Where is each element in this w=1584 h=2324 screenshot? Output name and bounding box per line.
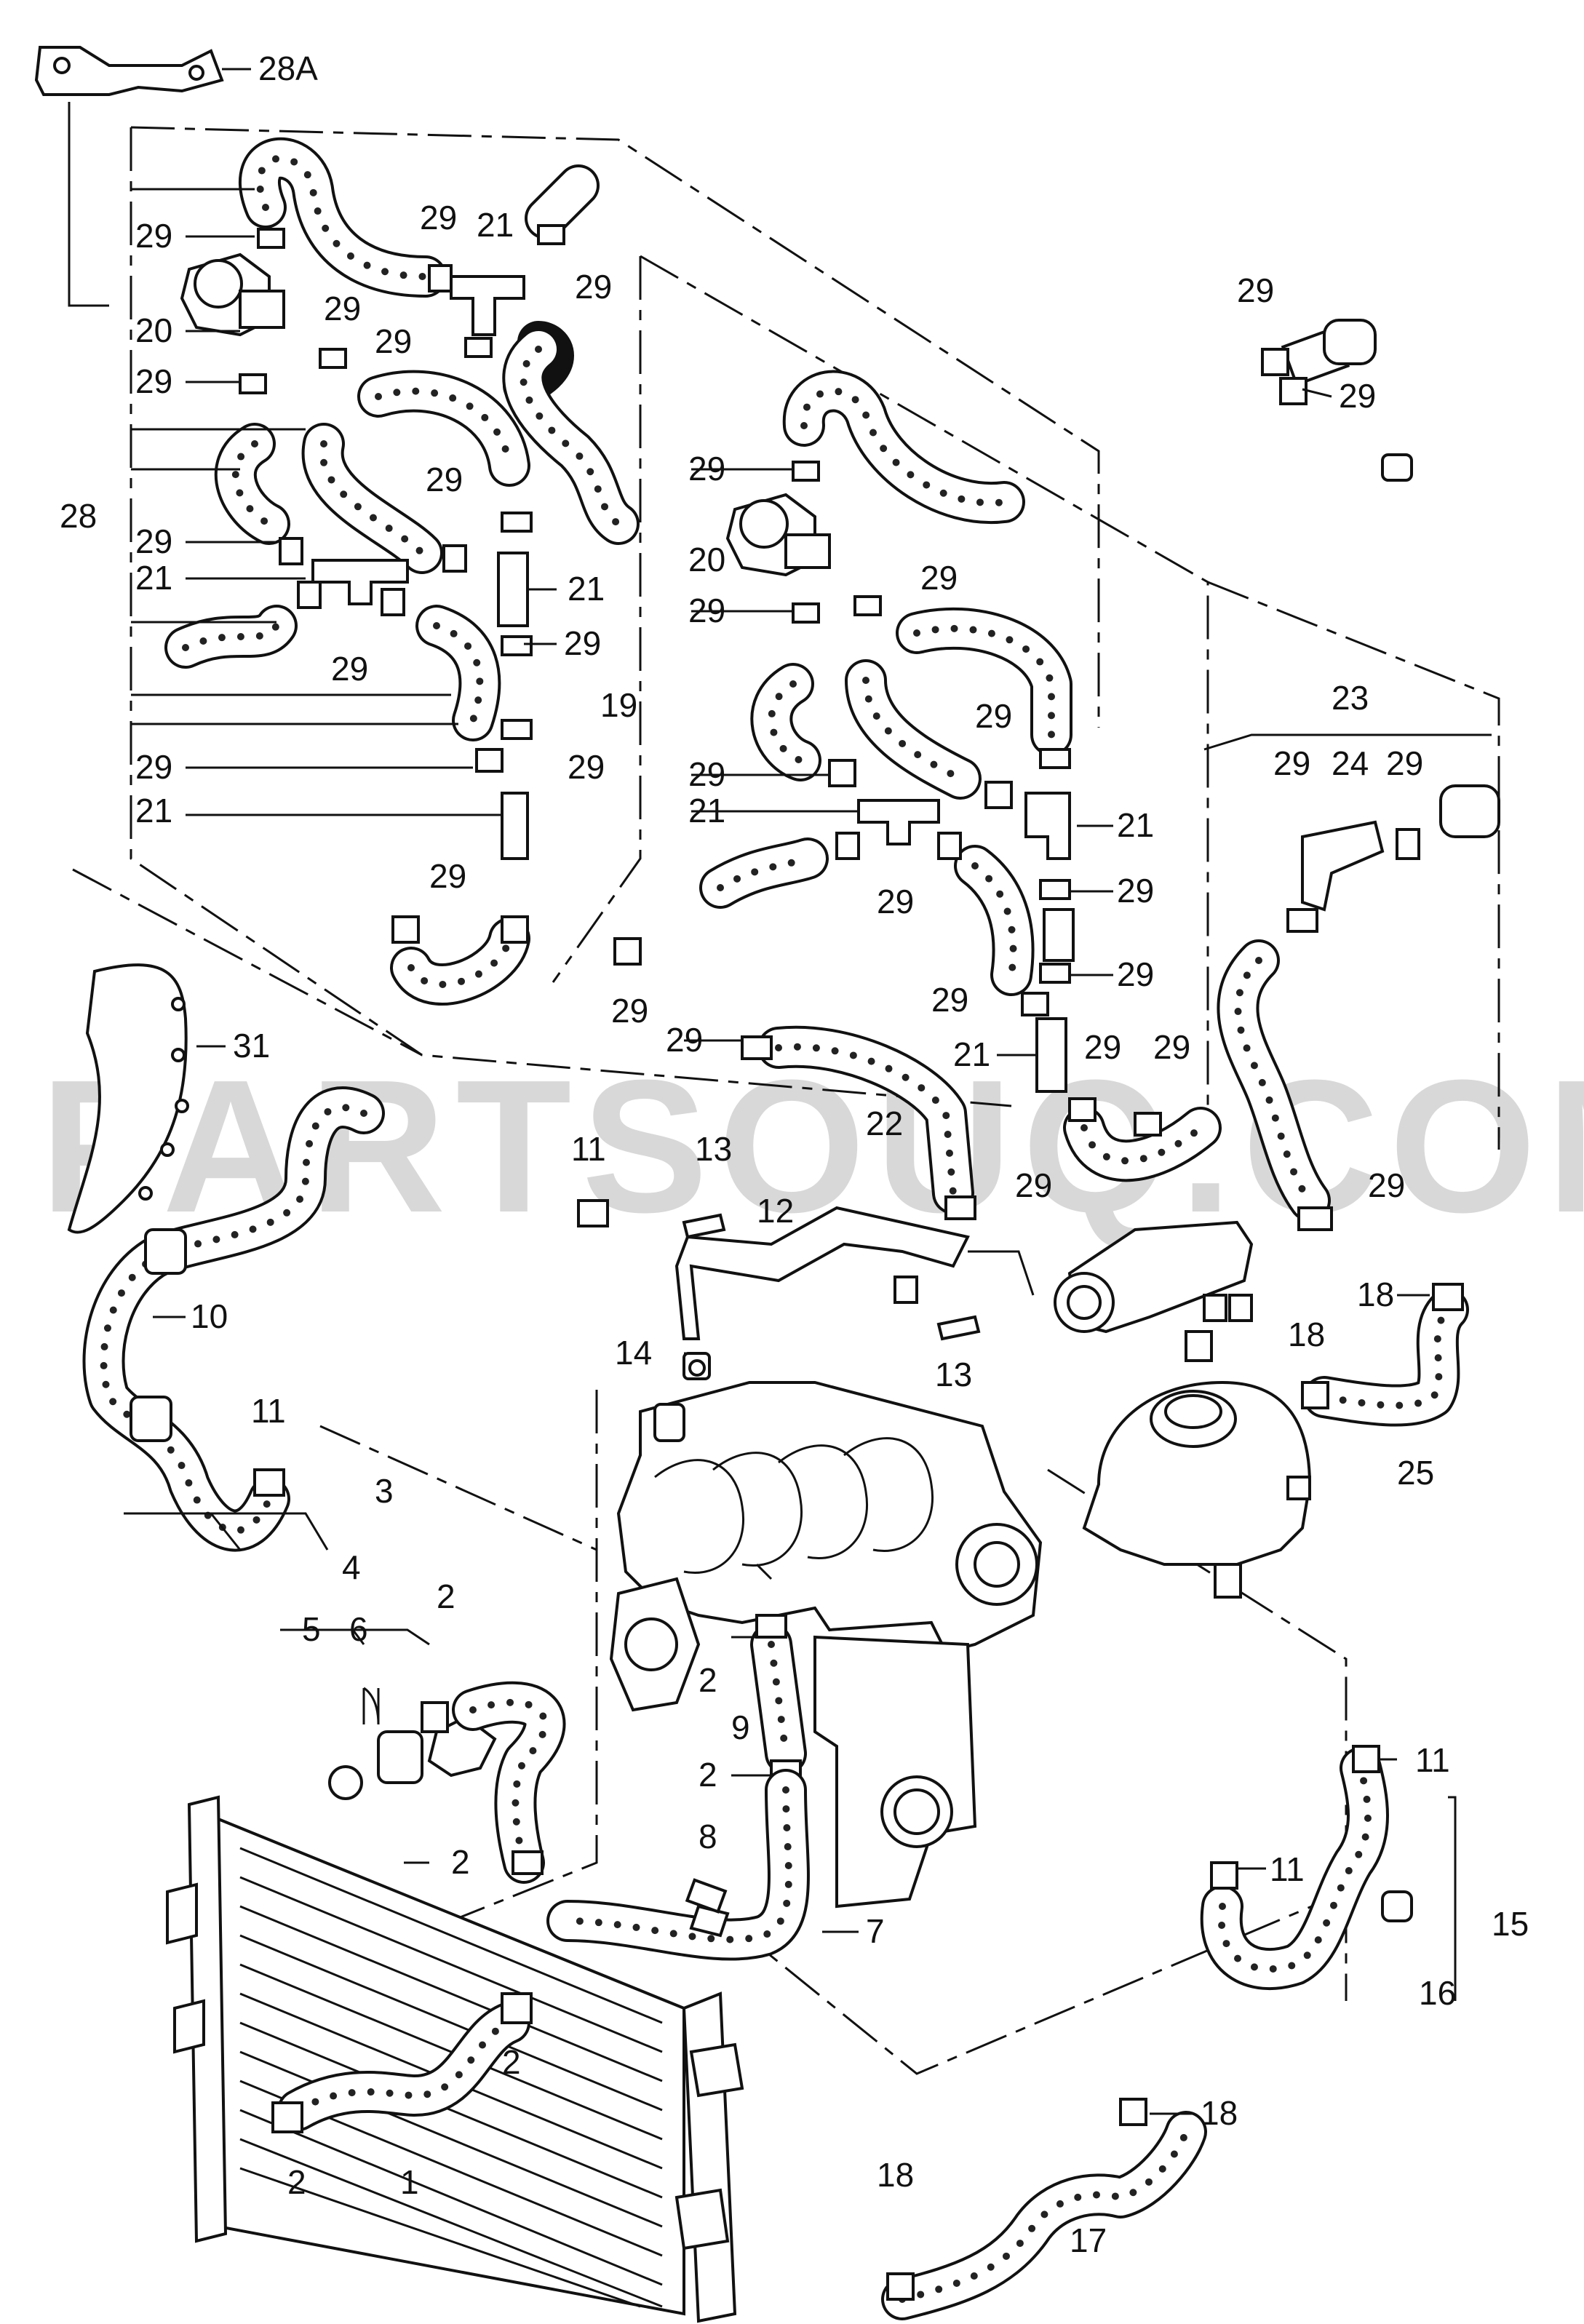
callout-5: 5 (302, 1610, 321, 1648)
clamps-29-middle (613, 461, 1162, 1220)
callout-29: 29 (611, 992, 648, 1030)
callout-31: 31 (233, 1027, 270, 1064)
callout-20: 20 (135, 311, 172, 349)
callouts-29: 29 29 29 29 29 29 29 29 29 29 29 29 29 2… (135, 199, 1423, 1204)
callout-21: 21 (477, 206, 514, 244)
callout-29: 29 (688, 450, 725, 488)
callout-7: 7 (866, 1912, 885, 1950)
callout-29: 29 (1117, 955, 1154, 993)
callout-29: 29 (1084, 1028, 1121, 1066)
callout-2: 2 (451, 1843, 470, 1881)
callout-28a: 28A (258, 49, 318, 87)
callout-29: 29 (426, 461, 463, 498)
callout-4: 4 (342, 1548, 361, 1586)
callout-29: 29 (135, 362, 172, 400)
callout-8: 8 (699, 1818, 717, 1855)
callout-11: 11 (251, 1392, 286, 1430)
callout-29: 29 (1368, 1166, 1405, 1204)
hose-group-19 (613, 370, 1222, 1220)
callout-29: 29 (975, 697, 1012, 735)
callout-29: 29 (429, 857, 466, 895)
callout-18: 18 (1288, 1316, 1325, 1353)
callout-20: 20 (688, 541, 725, 578)
callout-29: 29 (1339, 377, 1376, 415)
pipe-12 (674, 1206, 1035, 1380)
callout-29: 29 (931, 981, 968, 1019)
callout-21: 21 (688, 792, 725, 829)
coolant-flange (1054, 1220, 1254, 1362)
callout-29: 29 (688, 592, 725, 629)
hose-group-3 (328, 1614, 810, 1961)
callout-21: 21 (135, 559, 172, 597)
callout-21: 21 (1117, 806, 1154, 844)
callout-labels: 28A 28 19 23 24 20 20 21 21 21 21 21 21 … (60, 49, 1529, 2259)
callout-2: 2 (502, 2043, 521, 2081)
callout-29: 29 (1386, 744, 1423, 782)
callout-29: 29 (135, 522, 172, 560)
callout-29: 29 (564, 624, 601, 662)
callout-2: 2 (287, 2163, 306, 2201)
callout-29: 29 (1153, 1028, 1190, 1066)
callout-11: 11 (571, 1130, 606, 1168)
callout-11: 11 (1415, 1741, 1450, 1779)
cover-31 (67, 963, 189, 1234)
expansion-tank (1082, 1283, 1469, 1599)
callout-23: 23 (1332, 679, 1369, 717)
callout-17: 17 (1070, 2221, 1107, 2259)
callout-22: 22 (866, 1105, 903, 1142)
callout-29: 29 (324, 290, 361, 327)
callout-2: 2 (699, 1756, 717, 1794)
callout-11: 11 (1270, 1850, 1305, 1888)
callout-12: 12 (757, 1192, 794, 1230)
callout-29: 29 (877, 883, 914, 920)
leader-lines (124, 188, 1492, 2115)
callout-2: 2 (699, 1661, 717, 1699)
intake-manifold (609, 1381, 1043, 1909)
callout-19: 19 (600, 686, 637, 724)
hose-group-15 (881, 1745, 1413, 2320)
callout-29: 29 (568, 748, 605, 786)
callout-24: 24 (1332, 744, 1369, 782)
hose-group-23 (1217, 319, 1500, 1231)
callout-21: 21 (953, 1035, 990, 1073)
bracket-28a (34, 46, 251, 307)
callout-29: 29 (135, 748, 172, 786)
callout-2: 2 (437, 1577, 455, 1615)
callout-18: 18 (877, 2156, 914, 2194)
callout-9: 9 (731, 1708, 750, 1746)
radiator (166, 1795, 744, 2323)
callout-29: 29 (1237, 271, 1274, 309)
callout-13: 13 (935, 1356, 972, 1393)
callout-1: 1 (400, 2163, 419, 2201)
callout-14: 14 (615, 1334, 652, 1372)
callout-29: 29 (331, 650, 368, 688)
callout-29: 29 (666, 1021, 703, 1059)
callout-29: 29 (135, 217, 172, 255)
callout-29: 29 (420, 199, 457, 236)
callout-10: 10 (191, 1297, 228, 1335)
callout-29: 29 (1273, 744, 1310, 782)
callout-29: 29 (375, 322, 412, 360)
callout-25: 25 (1397, 1454, 1434, 1492)
callout-29: 29 (688, 755, 725, 793)
callout-16: 16 (1419, 1974, 1456, 2012)
callout-21: 21 (568, 570, 605, 608)
callout-15: 15 (1492, 1905, 1529, 1943)
callout-29: 29 (1117, 872, 1154, 910)
callout-3: 3 (375, 1472, 394, 1510)
callout-28: 28 (60, 497, 97, 535)
callout-18: 18 (1201, 2094, 1238, 2132)
callout-18: 18 (1357, 1276, 1394, 1313)
callout-13: 13 (695, 1130, 732, 1168)
hose-10 (82, 1086, 609, 1552)
callout-21: 21 (135, 792, 172, 829)
hose-group-28 (164, 137, 640, 1006)
callout-29: 29 (920, 559, 958, 597)
callout-6: 6 (349, 1610, 368, 1648)
callout-29: 29 (575, 268, 612, 306)
callout-29: 29 (1015, 1166, 1052, 1204)
clamps-29-left (239, 224, 565, 944)
